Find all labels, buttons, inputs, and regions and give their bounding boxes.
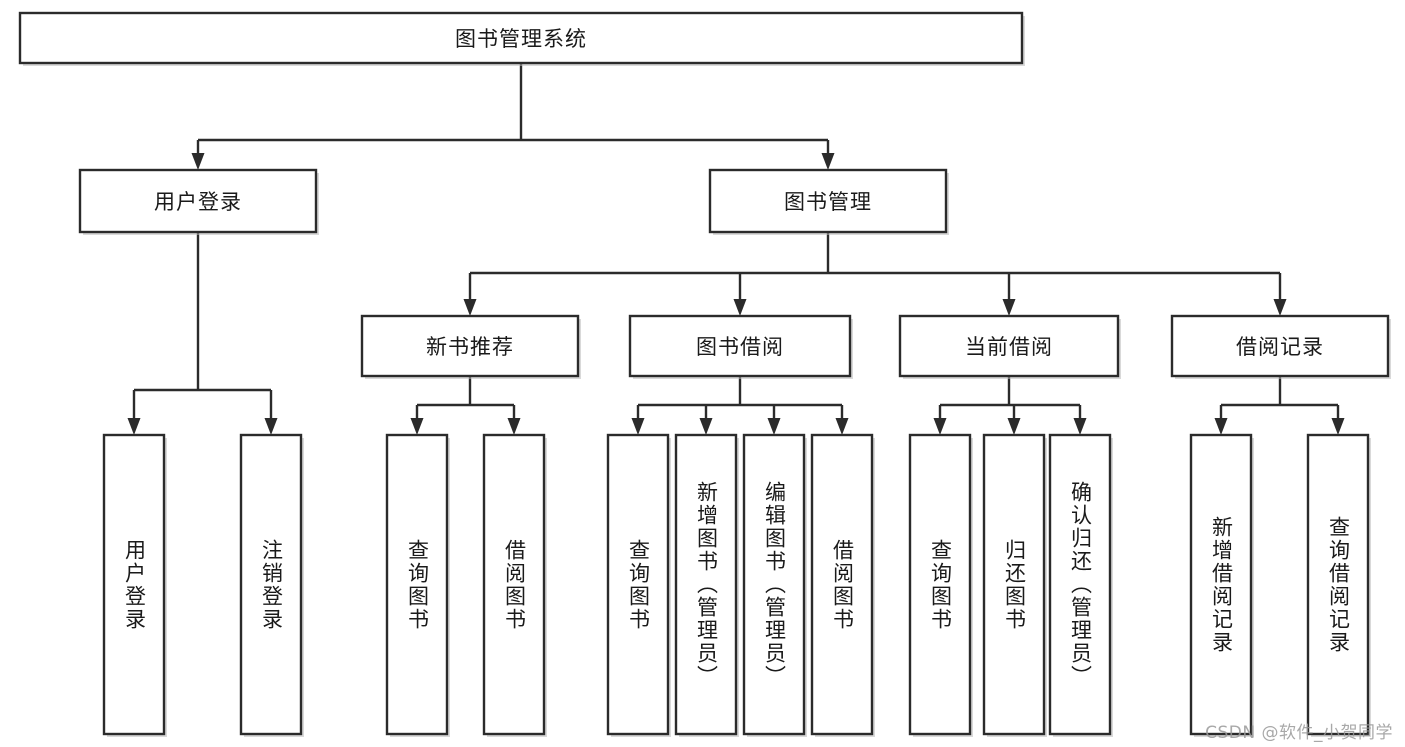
arrow-head <box>507 418 521 435</box>
node-box-l_rc_add[interactable] <box>1189 433 1253 736</box>
arrow-head <box>463 299 477 316</box>
node-box-l_bb_borrow[interactable] <box>810 433 874 736</box>
node-box-n_current[interactable] <box>898 314 1120 378</box>
arrow-head <box>767 418 781 435</box>
node-box-l_nb_query[interactable] <box>385 433 449 736</box>
node-box-l_user_logout[interactable] <box>239 433 303 736</box>
node-box-n_user_login[interactable] <box>78 168 318 234</box>
node-box-l_nb_borrow[interactable] <box>482 433 546 736</box>
connector-group <box>127 232 278 435</box>
node-box-n_records[interactable] <box>1170 314 1390 378</box>
connector-group <box>463 232 1287 316</box>
arrow-head <box>631 418 645 435</box>
connector-group <box>933 376 1087 435</box>
nodes-layer <box>18 11 1391 737</box>
arrow-head <box>1002 299 1016 316</box>
arrow-head <box>835 418 849 435</box>
node-box-l_cb_query[interactable] <box>908 433 972 736</box>
connector-group <box>631 376 849 435</box>
arrow-head <box>821 153 835 170</box>
node-box-l_bb_query[interactable] <box>606 433 670 736</box>
connector-group <box>1214 376 1345 435</box>
arrow-head <box>127 418 141 435</box>
arrow-head <box>1007 418 1021 435</box>
node-box-l_cb_confirm[interactable] <box>1048 433 1112 736</box>
arrow-head <box>1214 418 1228 435</box>
node-box-l_bb_add[interactable] <box>674 433 738 736</box>
arrow-head <box>264 418 278 435</box>
node-box-n_borrow[interactable] <box>628 314 852 378</box>
node-box-l_cb_return[interactable] <box>982 433 1046 736</box>
node-box-n_new_books[interactable] <box>360 314 580 378</box>
connectors-layer <box>127 63 1345 435</box>
arrow-head <box>1273 299 1287 316</box>
node-box-n_book_mgmt[interactable] <box>708 168 948 234</box>
arrow-head <box>1073 418 1087 435</box>
connector-group <box>191 63 835 170</box>
arrow-head <box>191 153 205 170</box>
arrow-head <box>699 418 713 435</box>
node-box-l_rc_query[interactable] <box>1306 433 1370 736</box>
arrow-head <box>410 418 424 435</box>
arrow-head <box>733 299 747 316</box>
watermark-text: CSDN @软件_小贺同学 <box>1205 723 1393 743</box>
arrow-head <box>1331 418 1345 435</box>
node-box-l_user_login[interactable] <box>102 433 166 736</box>
node-box-root[interactable] <box>18 11 1024 65</box>
arrow-head <box>933 418 947 435</box>
node-box-l_bb_edit[interactable] <box>742 433 806 736</box>
connector-group <box>410 376 521 435</box>
